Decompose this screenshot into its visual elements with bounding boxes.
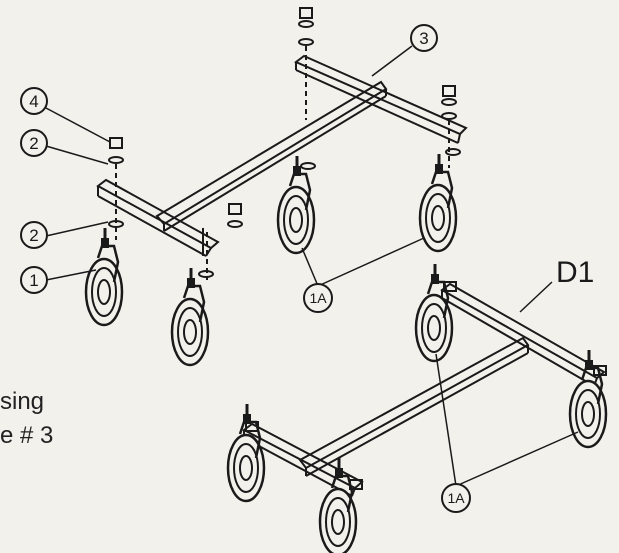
hardware-group xyxy=(108,7,461,280)
d1-rear-cross-bar xyxy=(440,282,606,380)
callout-1a-text: 1A xyxy=(309,290,327,306)
callout-2: 2 xyxy=(20,221,48,249)
callout-1a: 1A xyxy=(303,283,333,313)
upper-cross-bar xyxy=(294,54,468,136)
assembly-label-d1: D1 xyxy=(556,256,594,289)
upper-frame-assembly xyxy=(96,7,468,280)
callout-2-text: 2 xyxy=(29,226,38,245)
callout-1-text: 1 xyxy=(29,271,38,290)
d1-main-beam xyxy=(298,336,530,470)
lower-cross-bar xyxy=(96,178,220,250)
callout-1a-text: 1A xyxy=(447,490,465,506)
instruction-text-fragment-1: sing xyxy=(0,388,45,415)
callout-4: 4 xyxy=(20,87,48,115)
callout-2: 2 xyxy=(20,129,48,157)
leader-lines-top xyxy=(45,45,425,287)
caster-wheel xyxy=(170,266,210,367)
caster-wheel xyxy=(418,152,458,253)
callout-3: 3 xyxy=(410,24,438,52)
instruction-text-fragment-2: e # 3 xyxy=(0,422,54,449)
caster-wheel xyxy=(226,402,266,503)
callout-1: 1 xyxy=(20,266,48,294)
caster-wheel xyxy=(84,226,124,327)
callout-4-text: 4 xyxy=(29,92,38,111)
callout-2-text: 2 xyxy=(29,134,38,153)
caster-wheel xyxy=(276,154,316,255)
leader-lines-bottom xyxy=(435,281,579,487)
callout-3-text: 3 xyxy=(419,29,428,48)
callout-1a: 1A xyxy=(441,483,471,513)
main-beam xyxy=(155,80,388,226)
caster-wheel xyxy=(414,262,454,363)
